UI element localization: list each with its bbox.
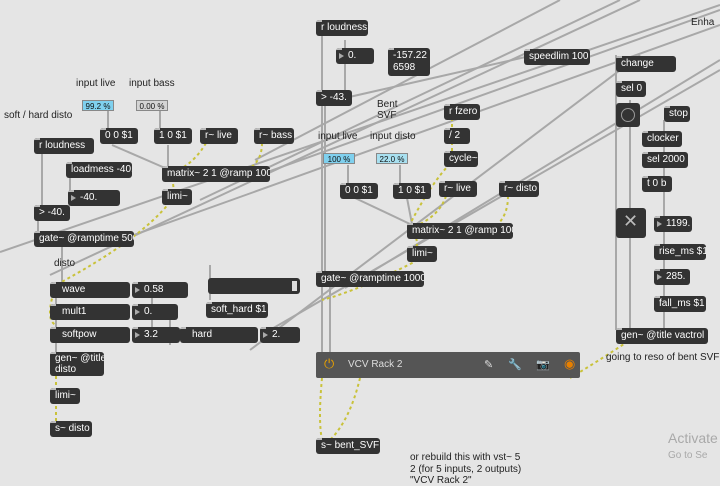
sel-0[interactable]: sel 0 — [616, 81, 646, 97]
hard-message[interactable]: hard — [180, 327, 258, 343]
power-icon[interactable]: ⏻ — [324, 356, 335, 371]
display-line-2: 6598 — [393, 62, 416, 73]
input-disto-slider[interactable]: 22.0 % — [376, 153, 408, 164]
comment-enhanced: Enha — [691, 17, 715, 28]
rise-ms-message[interactable]: rise_ms $1 — [654, 244, 706, 260]
input-live-mid-slider[interactable]: 100 % — [323, 153, 355, 164]
fall-ms-message[interactable]: fall_ms $1 — [654, 296, 706, 312]
one-zero-mid-message[interactable]: 1 0 $1 — [393, 183, 431, 199]
comment-going: going to reso of bent SVF — [606, 352, 720, 363]
comment-disto: disto — [54, 258, 76, 269]
matrix-mid[interactable]: matrix~ 2 1 @ramp 100 — [407, 223, 513, 239]
limi-disto[interactable]: limi~ — [50, 388, 80, 404]
activate-windows-title: Activate — [668, 430, 718, 446]
stop-message[interactable]: stop — [664, 106, 690, 122]
comment-soft-hard: soft / hard disto — [4, 110, 73, 121]
gt-neg43[interactable]: > -43. — [316, 90, 352, 106]
close-icon: ✕ — [623, 211, 639, 231]
pencil-icon[interactable]: ✎ — [484, 359, 494, 371]
gt-neg40[interactable]: > -40. — [34, 205, 70, 221]
comment-input-bass: input bass — [129, 78, 175, 89]
vcv-rack-plugin[interactable]: ⏻ VCV Rack 2 ✎ 🔧 📷 ◉ — [316, 352, 580, 378]
comment-input-disto: input disto — [370, 131, 416, 142]
bang-circle — [621, 108, 635, 122]
t-0-b[interactable]: t 0 b — [642, 176, 672, 192]
gen-disto-name: disto — [55, 364, 77, 375]
comment-rebuild-2: 2 (for 5 inputs, 2 outputs) — [410, 464, 522, 475]
speedlim-100[interactable]: speedlim 100 — [524, 49, 590, 65]
gen-disto-title: gen~ @title — [55, 353, 104, 364]
plugin-logo-icon: ◉ — [564, 356, 576, 371]
gate-ramp1000[interactable]: gate~ @ramptime 1000 — [316, 271, 424, 287]
zero-zero-mid-message[interactable]: 0 0 $1 — [340, 183, 378, 199]
limi-left[interactable]: limi~ — [162, 189, 192, 205]
wave-message[interactable]: wave — [50, 282, 130, 298]
soft-hard-message[interactable]: soft_hard $1 — [206, 302, 268, 318]
one-zero-left-message[interactable]: 1 0 $1 — [154, 128, 192, 144]
mult1-message[interactable]: mult1 — [50, 304, 130, 320]
input-bass-slider[interactable]: 0.00 % — [136, 100, 168, 111]
toggle-knob — [292, 281, 297, 291]
r-live-left[interactable]: r~ live — [200, 128, 238, 144]
change-object[interactable]: change — [616, 56, 676, 72]
vcv-title: VCV Rack 2 — [348, 359, 403, 370]
r-bass[interactable]: r~ bass — [254, 128, 294, 144]
number-285[interactable]: 285. — [654, 269, 690, 285]
sel-2000[interactable]: sel 2000 — [642, 152, 688, 168]
mult1-value[interactable]: 0. — [132, 304, 178, 320]
display-line-1: -157.22 — [393, 50, 427, 61]
camera-icon[interactable]: 📷 — [536, 359, 550, 371]
number-neg40[interactable]: -40. — [68, 190, 120, 206]
wave-value[interactable]: 0.58 — [132, 282, 188, 298]
r-disto[interactable]: r~ disto — [499, 181, 539, 197]
zero-zero-left-message[interactable]: 0 0 $1 — [100, 128, 138, 144]
s-bent-svf[interactable]: s~ bent_SVF — [316, 438, 380, 454]
matrix-left[interactable]: matrix~ 2 1 @ramp 100 — [162, 166, 270, 182]
toggle-x[interactable]: ✕ — [616, 208, 646, 238]
loadmess-object[interactable]: loadmess -40. — [66, 162, 132, 178]
softpow-value[interactable]: 3.2 — [132, 327, 180, 343]
r-fzero[interactable]: r fzero — [444, 104, 480, 120]
number-1199[interactable]: 1199. — [654, 216, 692, 232]
bang-button[interactable] — [616, 103, 640, 127]
comment-rebuild-1: or rebuild this with vst~ 5 — [410, 452, 521, 463]
gate-ramp500[interactable]: gate~ @ramptime 500 — [34, 231, 134, 247]
hard-value[interactable]: 2. — [260, 327, 300, 343]
r-loudness-mid[interactable]: r loudness — [316, 20, 368, 36]
activate-windows-subtitle: Go to Se — [668, 450, 708, 461]
input-live-left-slider[interactable]: 99.2 % — [82, 100, 114, 111]
soft-hard-toggle[interactable] — [208, 278, 300, 294]
limi-mid[interactable]: limi~ — [407, 246, 437, 262]
gen-vactrol[interactable]: gen~ @title vactrol — [616, 328, 708, 344]
softpow-message[interactable]: softpow — [50, 327, 130, 343]
clocker[interactable]: clocker — [642, 131, 682, 147]
comment-input-live-left: input live — [76, 78, 116, 89]
wrench-icon[interactable]: 🔧 — [508, 359, 522, 371]
cycle[interactable]: cycle~ — [444, 151, 478, 167]
comment-bent-svf: Bent SVF — [377, 99, 398, 121]
r-loudness-left[interactable]: r loudness — [34, 138, 94, 154]
comment-input-live-mid: input live — [318, 131, 358, 142]
div2[interactable]: / 2 — [444, 128, 470, 144]
number-zero-mid[interactable]: 0. — [336, 48, 374, 64]
s-disto[interactable]: s~ disto — [50, 421, 92, 437]
r-live-mid[interactable]: r~ live — [439, 181, 477, 197]
